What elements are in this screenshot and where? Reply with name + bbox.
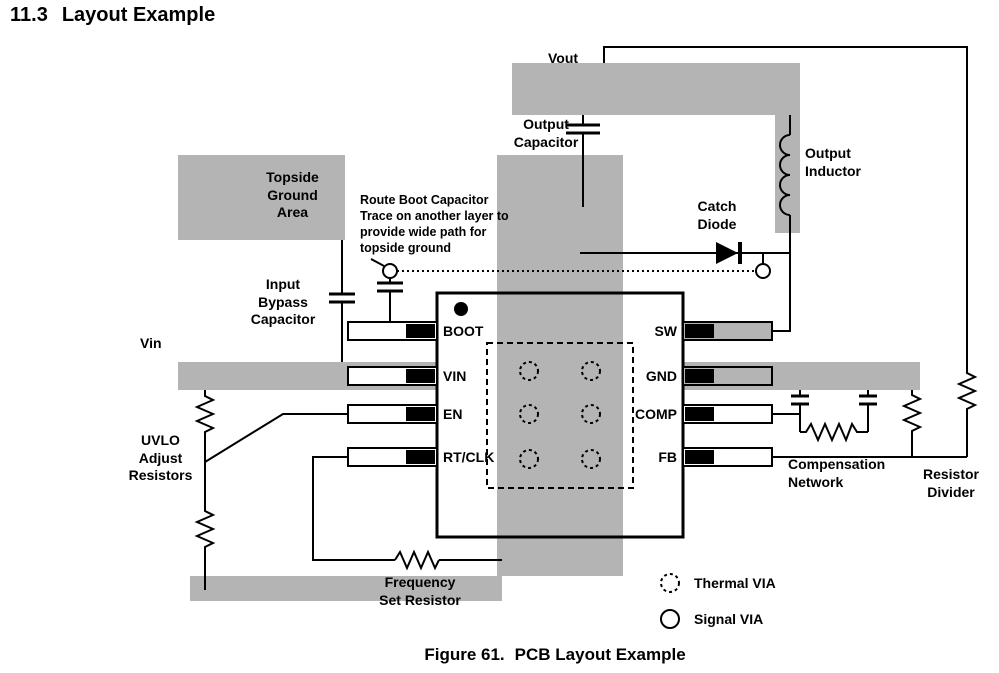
pad-rtclk bbox=[347, 447, 438, 467]
label-vout: Vout bbox=[548, 50, 579, 66]
label-uvlo-adjust-resistors: UVLO Adjust Resistors bbox=[128, 432, 193, 483]
thermal-pad-outline bbox=[486, 342, 634, 489]
pin-label-sw: SW bbox=[654, 323, 677, 339]
pad-vin bbox=[347, 366, 438, 386]
comp-capacitor1-symbol bbox=[791, 394, 809, 406]
signal-vias bbox=[382, 263, 771, 279]
pad-en bbox=[347, 404, 438, 424]
vout-plane bbox=[512, 63, 800, 115]
boot-capacitor-symbol bbox=[377, 281, 403, 293]
copper-pours bbox=[178, 63, 920, 601]
vout-right-trace bbox=[775, 63, 800, 233]
output-capacitor-symbol bbox=[566, 123, 600, 135]
label-input-bypass-capacitor: Input Bypass Capacitor bbox=[250, 276, 316, 327]
comp-resistor-symbol bbox=[800, 421, 868, 443]
pin-label-gnd: GND bbox=[645, 368, 677, 384]
rtclk-wire bbox=[312, 456, 395, 561]
pin1-dot bbox=[454, 302, 468, 316]
en-wire bbox=[204, 413, 348, 463]
signal-via-icon bbox=[755, 263, 771, 279]
label-output-capacitor: Output Capacitor bbox=[513, 116, 579, 150]
label-output-inductor: Output Inductor bbox=[805, 145, 861, 179]
bottom-ground-trace bbox=[190, 576, 502, 601]
thermal-via-icon bbox=[581, 404, 601, 424]
thermal-via-icon bbox=[519, 404, 539, 424]
pin-label-boot: BOOT bbox=[443, 323, 484, 339]
ic-pads bbox=[347, 321, 773, 467]
thermal-via-icon bbox=[581, 361, 601, 381]
pad-boot bbox=[347, 321, 438, 341]
pin-label-fb: FB bbox=[658, 449, 677, 465]
fb-upper-resistor bbox=[956, 368, 978, 457]
output-inductor-coil bbox=[779, 134, 791, 216]
uvlo-resistor-top bbox=[194, 390, 216, 440]
inductor-lead-bottom bbox=[772, 215, 791, 332]
pad-fb bbox=[682, 447, 773, 467]
section-heading: 11.3 Layout Example bbox=[10, 4, 215, 27]
uvlo-resistor-bottom bbox=[194, 505, 216, 555]
frequency-set-resistor-symbol bbox=[394, 549, 440, 571]
label-frequency-set-resistor: Frequency Set Resistor bbox=[379, 574, 461, 608]
figure-number: Figure 61. bbox=[424, 645, 505, 664]
pad-comp bbox=[682, 404, 773, 424]
figure-title: PCB Layout Example bbox=[514, 645, 686, 664]
section-title: Layout Example bbox=[61, 4, 216, 26]
label-catch-diode: Catch Diode bbox=[697, 198, 737, 232]
vout-feedback-route bbox=[603, 46, 968, 368]
fb-lower-resistor bbox=[901, 390, 923, 457]
figure-caption: Figure 61. PCB Layout Example bbox=[110, 645, 999, 665]
legend-signal-via-label: Signal VIA bbox=[694, 611, 764, 627]
legend-symbols bbox=[660, 573, 680, 629]
pad-sw bbox=[682, 321, 773, 341]
label-boot-route-note: Route Boot Capacitor Trace on another la… bbox=[360, 193, 509, 255]
pin-label-rtclk: RT/CLK bbox=[443, 449, 495, 465]
thermal-via-icon bbox=[581, 449, 601, 469]
pin-label-comp: COMP bbox=[635, 406, 677, 422]
thermal-via-icon bbox=[519, 449, 539, 469]
label-topside-ground-area: Topside Ground Area bbox=[266, 169, 319, 220]
pin-label-en: EN bbox=[443, 406, 463, 422]
thermal-via-icon bbox=[660, 573, 680, 593]
note-pointer-line bbox=[370, 258, 385, 267]
signal-via-icon bbox=[382, 263, 398, 279]
section-number: 11.3 bbox=[10, 4, 48, 26]
pad-gnd bbox=[682, 366, 773, 386]
label-compensation-network: Compensation Network bbox=[788, 456, 886, 490]
legend-thermal-via-label: Thermal VIA bbox=[694, 575, 776, 591]
signal-via-icon bbox=[660, 609, 680, 629]
catch-diode-symbol bbox=[716, 242, 742, 264]
label-resistor-divider: Resistor Divider bbox=[922, 466, 980, 500]
component-symbols bbox=[194, 123, 978, 571]
input-bypass-capacitor-symbol bbox=[329, 292, 355, 304]
thermal-vias bbox=[519, 361, 601, 469]
pin-label-vin: VIN bbox=[443, 368, 467, 384]
comp-capacitor2-symbol bbox=[859, 394, 877, 406]
thermal-via-icon bbox=[519, 361, 539, 381]
topside-ground-pour bbox=[178, 155, 345, 240]
center-ground-strip bbox=[497, 155, 623, 576]
schematic-wires bbox=[204, 46, 968, 590]
label-vin: Vin bbox=[140, 335, 162, 351]
